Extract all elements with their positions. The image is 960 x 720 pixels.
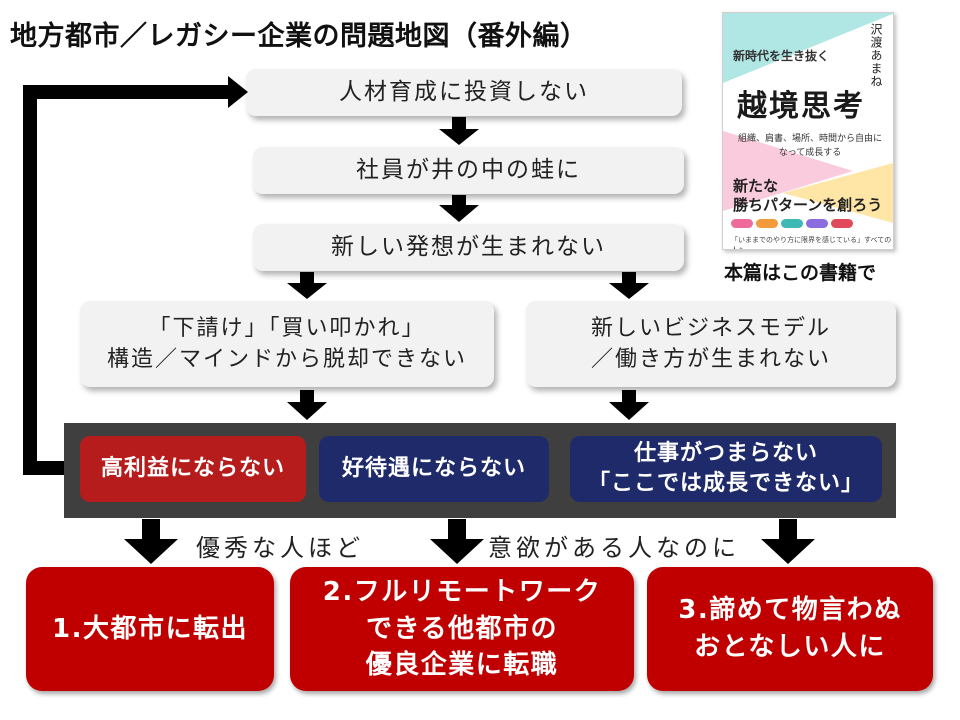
book-caption: 本篇はこの書籍で <box>724 262 877 284</box>
book-title: 越境思考 <box>737 89 865 124</box>
book-description: 組織、肩書、場所、時間から自由になって成長する <box>737 134 882 158</box>
book-tagline: 新たな 勝ちパターンを創ろう <box>733 177 882 215</box>
result-give-up: 3.諦めて物言わぬ おとなしい人に <box>647 567 933 691</box>
book-tagline-line2: 勝ちパターンを創ろう <box>733 195 883 214</box>
down-arrow-left-branch <box>287 272 327 299</box>
diagram-title: 地方都市／レガシー企業の問題地図（番外編） <box>10 21 588 52</box>
low-profit-text: 高利益にならない <box>100 456 285 482</box>
right-branch-line1: 新しいビジネスモデル <box>590 315 831 341</box>
down-arrow-to-band-right <box>609 390 649 420</box>
book-author: 沢渡あまね <box>869 23 883 88</box>
book-tagline-line1: 新たな <box>733 177 779 195</box>
left-branch-line2: 構造／マインドから脱却できない <box>106 347 467 372</box>
down-arrow-2 <box>439 195 479 222</box>
right-branch-line2: ／働き方が生まれない <box>590 347 831 372</box>
step-invest-text: 人材育成に投資しない <box>339 79 589 106</box>
feedback-loop-arrow <box>23 76 248 475</box>
book-badges <box>731 219 853 228</box>
motivated-note: 意欲がある人なのに <box>486 528 742 563</box>
down-arrow-result-1 <box>124 519 178 564</box>
result-remote-line2: できる他都市の <box>366 613 558 644</box>
down-arrow-right-branch <box>609 272 649 299</box>
result-give-up-line1: 3.諦めて物言わぬ <box>678 595 902 626</box>
step-frog-text: 社員が井の中の蛙に <box>356 157 581 184</box>
step-ideas-text: 新しい発想が生まれない <box>331 234 606 261</box>
result-remote-line1: 2.フルリモートワーク <box>322 576 602 607</box>
left-branch-line1: 「下請け」「買い叩かれ」 <box>148 315 426 341</box>
down-arrow-result-3 <box>761 519 815 564</box>
result-give-up-line2: おとなしい人に <box>694 632 886 662</box>
result-remote-line3: 優良企業に転職 <box>365 650 559 681</box>
poor-benefits-text: 好待遇にならない <box>341 456 526 482</box>
book-cover: 沢渡あまね 新時代を生き抜く 越境思考 組織、肩書、場所、時間から自由になって成… <box>722 12 894 250</box>
result-move-city: 1.大都市に転出 <box>26 567 274 691</box>
right-branch-box: 新しいビジネスモデル ／働き方が生まれない <box>526 301 896 387</box>
down-arrow-result-2 <box>430 519 484 564</box>
result-remote-work: 2.フルリモートワーク できる他都市の 優良企業に転職 <box>290 567 634 691</box>
left-branch-box: 「下請け」「買い叩かれ」 構造／マインドから脱却できない <box>80 301 494 387</box>
result-move-city-text: 1.大都市に転出 <box>52 613 248 644</box>
book-subtitle: 新時代を生き抜く <box>733 49 830 63</box>
boring-work-line2: 「ここでは成長できない」 <box>587 471 864 496</box>
boring-work-chip: 仕事がつまらない 「ここでは成長できない」 <box>570 436 882 502</box>
cover-teal-shape <box>723 13 893 83</box>
step-frog-box: 社員が井の中の蛙に <box>253 147 684 194</box>
cover-yellow-shape <box>783 163 893 223</box>
down-arrow-1 <box>439 117 479 145</box>
poor-benefits-chip: 好待遇にならない <box>319 436 549 502</box>
step-invest-box: 人材育成に投資しない <box>246 69 682 116</box>
book-footline: 「いままでのやり方に限界を感じている」すべての人へ <box>731 236 892 250</box>
low-profit-chip: 高利益にならない <box>80 436 306 502</box>
down-arrow-to-band-left <box>287 390 327 420</box>
step-ideas-box: 新しい発想が生まれない <box>253 224 684 271</box>
boring-work-line1: 仕事がつまらない <box>633 441 818 467</box>
talented-note: 優秀な人ほど <box>194 528 366 563</box>
